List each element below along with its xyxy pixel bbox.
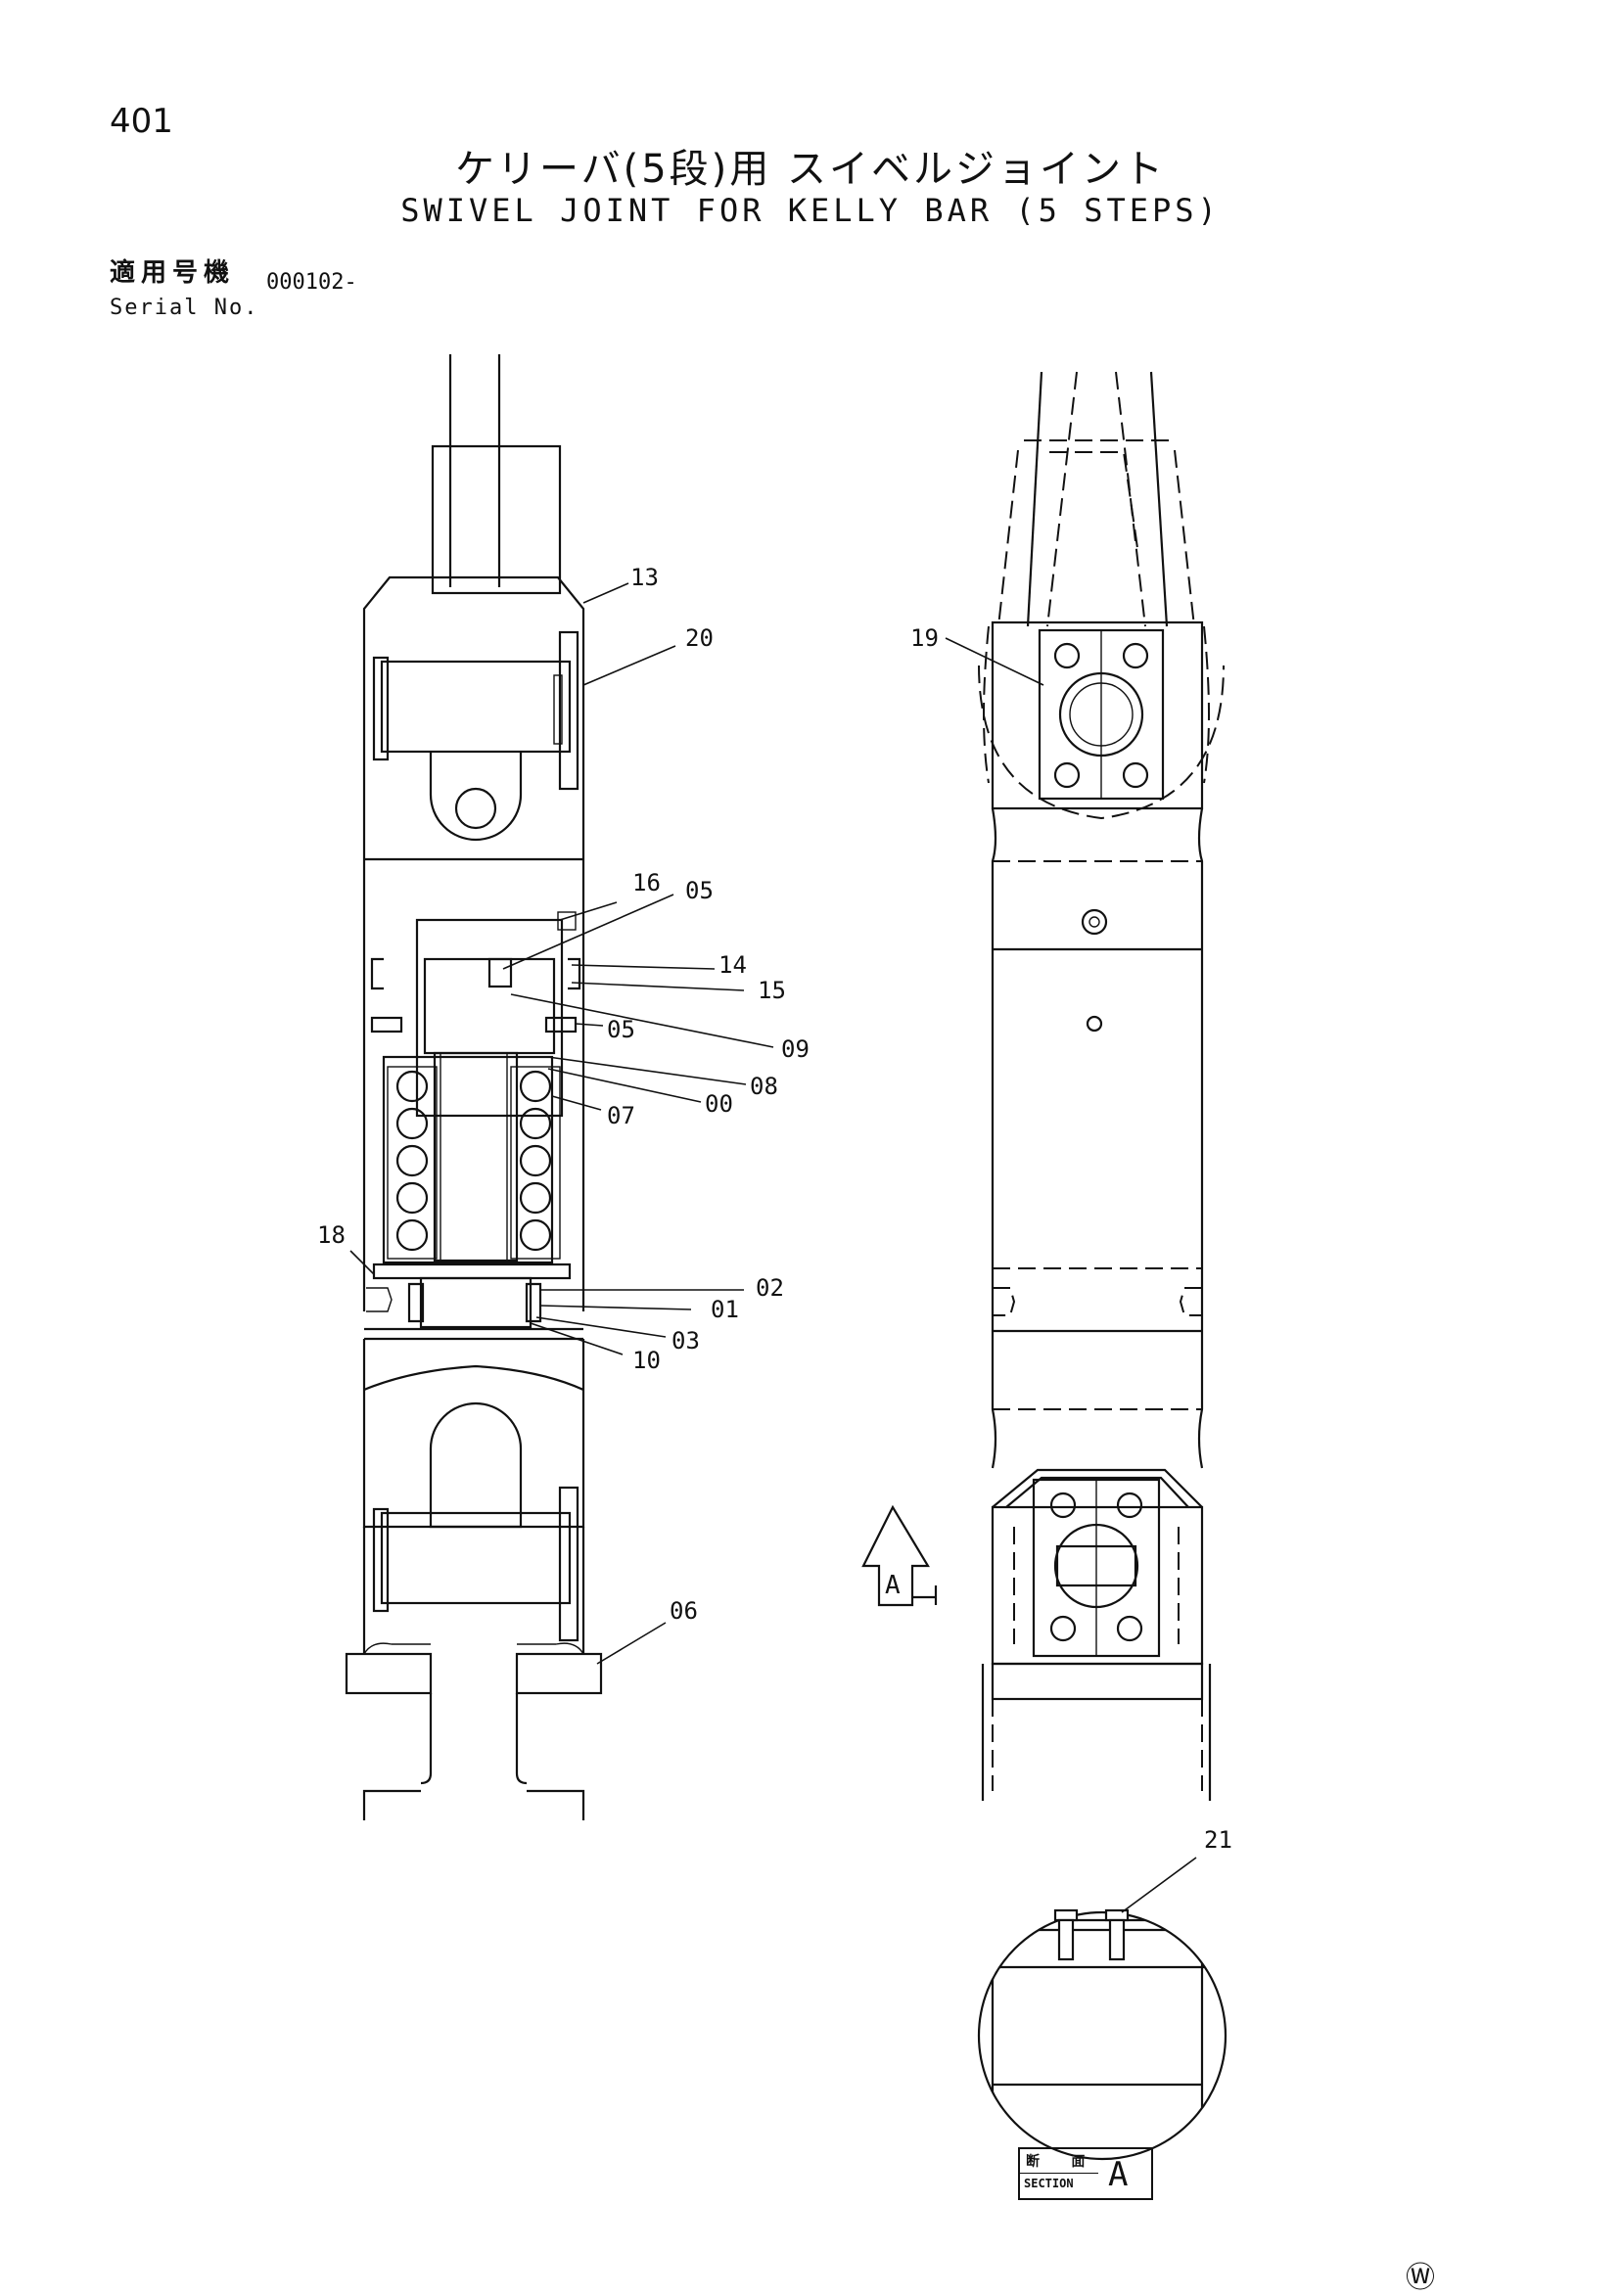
callout-08: 08	[750, 1073, 778, 1100]
callout-09: 09	[781, 1035, 810, 1063]
lower-clamp-bolts	[1049, 1492, 1143, 1642]
callout-14: 14	[718, 951, 747, 979]
left-view-leader-lines	[349, 582, 774, 1665]
callout-13: 13	[630, 564, 659, 591]
title-japanese: ケリーバ(5段)用 スイベルジョイント	[455, 147, 1166, 192]
serial-label-english: Serial No.	[110, 296, 259, 320]
bearing-balls	[387, 1066, 561, 1260]
section-label-box: 断 面 SECTION A	[1018, 2147, 1153, 2200]
view-marker-letter: A	[885, 1571, 901, 1600]
section-label-divider	[1020, 2173, 1098, 2174]
serial-label-japanese: 適用号機	[110, 258, 236, 288]
callout-01: 01	[711, 1296, 739, 1323]
callout-19: 19	[910, 624, 939, 652]
callout-02: 02	[756, 1274, 784, 1302]
callout-18: 18	[317, 1221, 346, 1249]
watermark-w-symbol: Ⓦ	[1406, 2261, 1435, 2295]
callout-05-lower: 05	[607, 1016, 635, 1043]
callout-00: 00	[705, 1090, 733, 1118]
swivel-joint-side-view	[945, 371, 1225, 1801]
section-letter: A	[1108, 2155, 1129, 2194]
callout-21: 21	[1204, 1826, 1232, 1854]
view-direction-arrow	[861, 1504, 938, 1607]
callout-03: 03	[672, 1327, 700, 1355]
title-english: SWIVEL JOINT FOR KELLY BAR (5 STEPS)	[400, 192, 1221, 229]
page-number: 401	[110, 102, 173, 141]
callout-05-upper: 05	[685, 877, 714, 904]
serial-number-value: 000102-	[266, 270, 357, 295]
section-label-english: SECTION	[1024, 2177, 1074, 2190]
callout-16: 16	[632, 869, 661, 896]
callout-15: 15	[758, 977, 786, 1004]
callout-06: 06	[670, 1597, 698, 1625]
callout-10: 10	[632, 1347, 661, 1374]
callout-07: 07	[607, 1102, 635, 1129]
swivel-joint-section-view	[345, 354, 603, 1820]
callout-20: 20	[685, 624, 714, 652]
upper-clamp-bolts	[1053, 642, 1149, 789]
section-label-japanese: 断 面	[1026, 2154, 1097, 2170]
